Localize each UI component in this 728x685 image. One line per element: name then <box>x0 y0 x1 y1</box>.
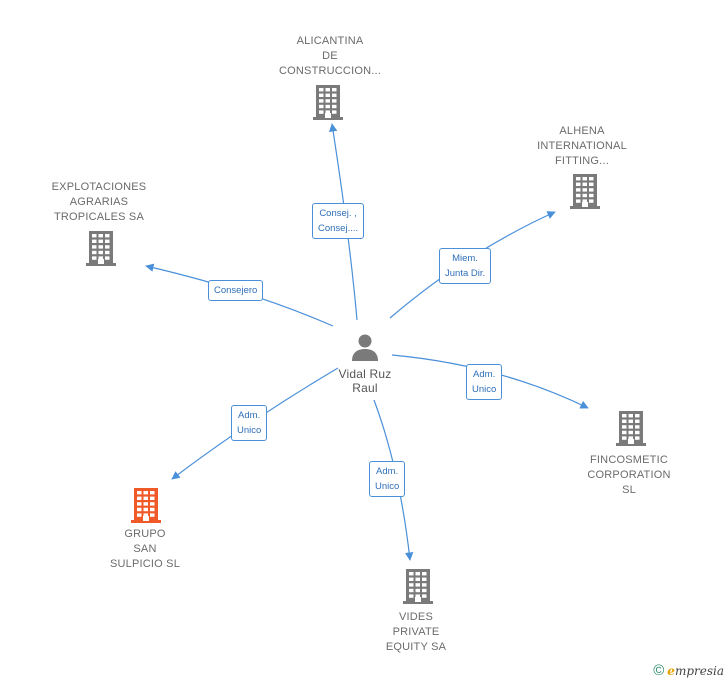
company-label-line: FINCOSMETIC <box>590 454 668 466</box>
person-name-line-1: Vidal Ruz <box>338 367 392 381</box>
person-name[interactable]: Vidal Ruz Raul <box>325 367 405 395</box>
company-label-line: SL <box>622 484 636 496</box>
company-label-line: SAN <box>133 543 157 555</box>
company-label-line: INTERNATIONAL <box>537 140 627 152</box>
relation-label-line: Miem. <box>452 253 478 264</box>
company-label-line: VIDES <box>398 611 433 623</box>
building-icon[interactable] <box>402 568 434 609</box>
relation-label-alicantina[interactable]: Consej. , Consej.... <box>312 203 365 239</box>
relation-label-vides[interactable]: Adm. Unico <box>369 461 406 497</box>
person-icon[interactable] <box>350 332 380 362</box>
company-label-line: CONSTRUCCION... <box>279 65 381 77</box>
person-name-line-2: Raul <box>352 381 378 395</box>
relation-label-line: Consej.... <box>318 223 359 234</box>
building-icon[interactable] <box>130 487 162 528</box>
relation-label-line: Unico <box>375 481 400 492</box>
building-icon[interactable] <box>312 84 344 125</box>
building-icon[interactable] <box>85 230 117 271</box>
company-label-line: AGRARIAS <box>69 196 129 208</box>
company-label-line: ALHENA <box>559 125 605 137</box>
company-label-alicantina[interactable]: ALICANTINA DE CONSTRUCCION... <box>270 34 390 79</box>
relation-label-line: Adm. <box>238 410 261 421</box>
empresia-logo: empresia <box>667 663 724 678</box>
building-icon[interactable] <box>569 173 601 214</box>
relation-label-alhena[interactable]: Miem. Junta Dir. <box>439 248 492 284</box>
relation-label-fincosmetic[interactable]: Adm. Unico <box>466 364 503 400</box>
relation-label-line: Consejero <box>214 285 258 296</box>
company-label-line: ALICANTINA <box>296 35 364 47</box>
company-label-alhena[interactable]: ALHENA INTERNATIONAL FITTING... <box>522 124 642 169</box>
company-label-explotaciones[interactable]: EXPLOTACIONES AGRARIAS TROPICALES SA <box>39 180 159 225</box>
company-label-line: EXPLOTACIONES <box>51 181 147 193</box>
relation-label-line: Adm. <box>376 466 399 477</box>
company-label-line: EQUITY SA <box>385 641 447 653</box>
company-label-grupo[interactable]: GRUPO SAN SULPICIO SL <box>85 527 205 572</box>
building-icon[interactable] <box>615 410 647 451</box>
relation-label-line: Unico <box>237 425 262 436</box>
company-label-line: TROPICALES SA <box>53 211 144 223</box>
relation-label-line: Junta Dir. <box>445 268 486 279</box>
relation-label-explotaciones[interactable]: Consejero <box>208 280 264 301</box>
company-label-line: PRIVATE <box>392 626 440 638</box>
relation-label-line: Adm. <box>473 369 496 380</box>
relation-label-line: Consej. , <box>319 208 357 219</box>
company-label-line: FITTING... <box>555 155 609 167</box>
footer-brand: © empresia <box>653 662 724 679</box>
company-label-line: GRUPO <box>124 528 166 540</box>
company-label-line: CORPORATION <box>587 469 671 481</box>
copyright-symbol: © <box>653 662 665 679</box>
company-label-vides[interactable]: VIDES PRIVATE EQUITY SA <box>356 610 476 655</box>
relation-label-grupo[interactable]: Adm. Unico <box>231 405 268 441</box>
company-label-fincosmetic[interactable]: FINCOSMETIC CORPORATION SL <box>569 453 689 498</box>
company-label-line: SULPICIO SL <box>109 558 181 570</box>
relation-label-line: Unico <box>472 384 497 395</box>
company-label-line: DE <box>322 50 338 62</box>
